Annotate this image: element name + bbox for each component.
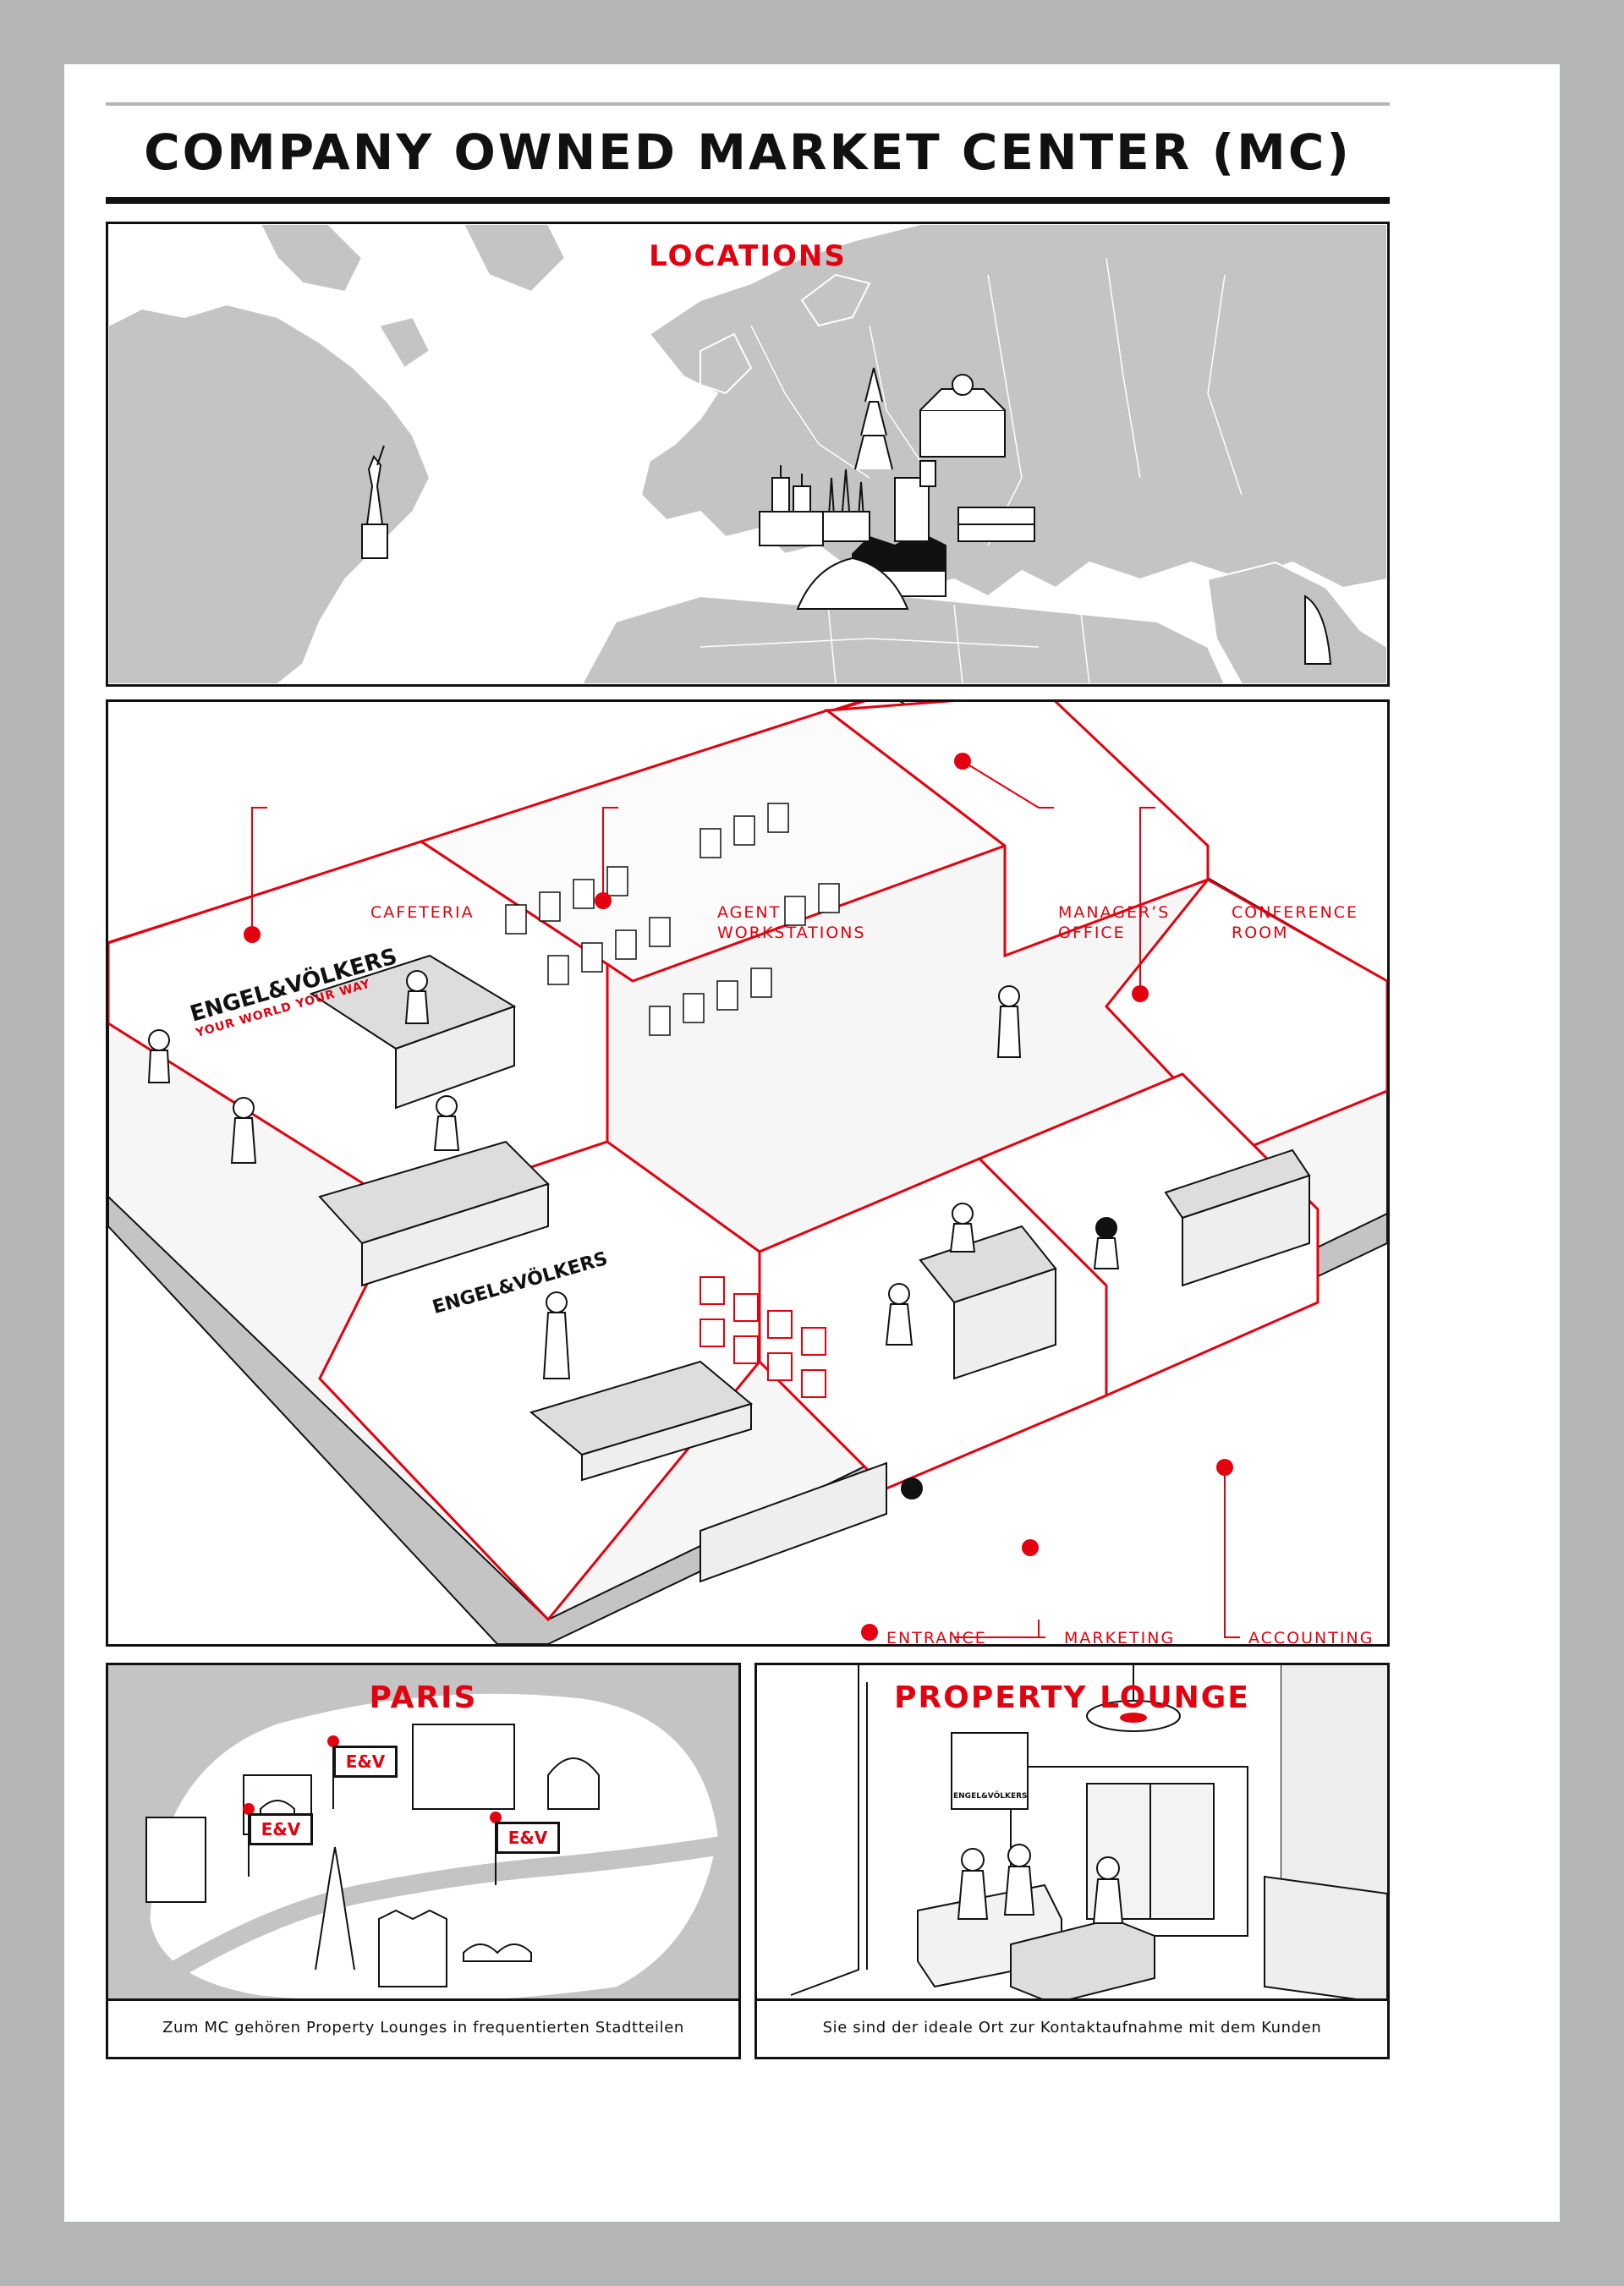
page-title: COMPANY OWNED MARKET CENTER (MC) bbox=[144, 123, 1352, 181]
eiffel-tower-icon bbox=[854, 367, 893, 470]
title-underline bbox=[106, 197, 1390, 204]
label-cafeteria: CAFETERIA bbox=[370, 903, 475, 922]
landmark-icons bbox=[361, 367, 1332, 665]
label-marketing: MARKETING bbox=[1064, 1629, 1176, 1647]
notre-dame-icon bbox=[378, 1909, 447, 1987]
paris-panel: E&V E&V E&V PARIS Zum MC gehören Propert… bbox=[106, 1663, 741, 2059]
europe-map bbox=[108, 224, 1387, 684]
valencia-arts-icon bbox=[796, 556, 909, 610]
label-entrance: ENTRANCE bbox=[886, 1629, 987, 1647]
bridge-icon bbox=[463, 1943, 532, 1962]
lounge-interior bbox=[757, 1665, 1387, 2004]
colosseum-icon bbox=[957, 507, 1035, 542]
north-america-landmass bbox=[108, 303, 431, 684]
haussmann-building-icon bbox=[412, 1724, 515, 1810]
spanish-palace-icon bbox=[759, 465, 824, 546]
isometric-floorplan bbox=[108, 702, 1387, 1644]
tower-castle-icon bbox=[894, 460, 936, 542]
paris-caption: Zum MC gehören Property Lounges in frequ… bbox=[108, 1998, 738, 2057]
property-lounge-panel: ENGEL&VÖLKERS PROPERTY LOUNGE Sie sind d… bbox=[754, 1663, 1390, 2059]
top-rule bbox=[106, 102, 1390, 106]
sacre-coeur-icon bbox=[547, 1757, 600, 1810]
ev-sign-2: E&V bbox=[333, 1746, 398, 1778]
lounge-brand-sign: ENGEL&VÖLKERS bbox=[953, 1792, 1028, 1801]
label-accounting: ACCOUNTING bbox=[1248, 1629, 1374, 1647]
floorplan-panel: ENGEL&VÖLKERS YOUR WORLD YOUR WAY ENGEL&… bbox=[106, 699, 1390, 1647]
conference-room bbox=[1105, 878, 1387, 1152]
statue-of-liberty-icon bbox=[361, 445, 388, 559]
accounting-room bbox=[977, 1072, 1320, 1398]
ev-sign-3: E&V bbox=[496, 1822, 560, 1854]
locations-heading: LOCATIONS bbox=[649, 239, 847, 273]
paris-heading: PARIS bbox=[369, 1680, 478, 1715]
paris-map bbox=[108, 1665, 738, 2004]
burj-al-arab-icon bbox=[1304, 595, 1332, 665]
ev-sign-1: E&V bbox=[249, 1813, 313, 1845]
eiffel-tower-paris-icon bbox=[315, 1846, 355, 1971]
lounge-heading: PROPERTY LOUNGE bbox=[894, 1680, 1250, 1715]
lounge-caption: Sie sind der ideale Ort zur Kontaktaufna… bbox=[757, 1998, 1387, 2057]
sagrada-familia-icon bbox=[822, 469, 870, 542]
label-markers bbox=[244, 753, 1233, 1641]
locations-map-panel: LOCATIONS bbox=[106, 222, 1390, 687]
picture-frame-icon bbox=[145, 1817, 206, 1903]
berlin-cathedral-icon bbox=[919, 374, 1006, 458]
